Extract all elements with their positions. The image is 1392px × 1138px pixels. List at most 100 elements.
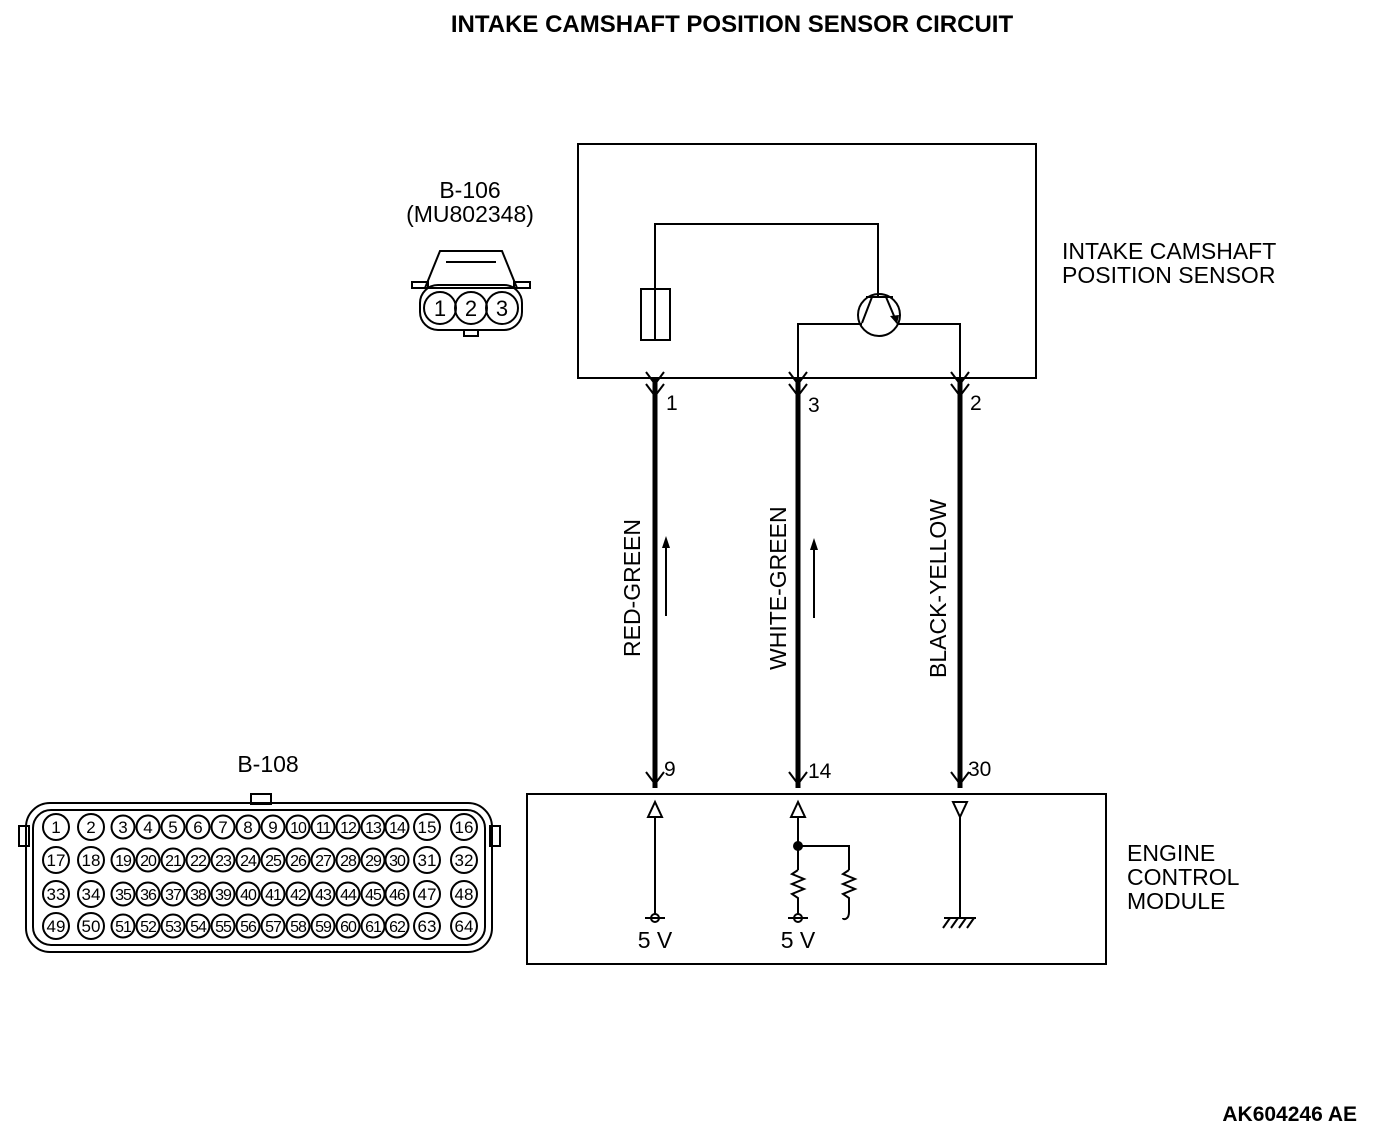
connector-b108-pin-64: 64 [455,917,474,936]
connector-b108-pin-55: 55 [215,919,232,936]
connector-b108-pin-3: 3 [118,818,127,837]
connector-b108-pin-circle [235,814,261,840]
ecm-input-triangle-9 [646,799,664,818]
connector-b108-pin-circle [210,881,236,907]
connector-b108-outer [25,802,493,953]
wire-label-black-yellow: BLACK-YELLOW [925,499,951,678]
connector-b108-pin-21: 21 [165,853,182,870]
wire-label-red-green: RED-GREEN [619,519,645,657]
connector-b108-pin-38: 38 [190,887,207,904]
sensor-internal-wire-emitter [797,323,862,378]
sensor-terminal-2: 2 [970,392,982,415]
connector-b108-pin-1: 1 [51,818,60,837]
connector-b108-pin-33: 33 [47,885,66,904]
connector-b108-pin-circle [110,881,136,907]
connector-b108-pin-circle [210,814,236,840]
connector-b108-pin-8: 8 [243,818,252,837]
ecm-component: 9 14 30 5 V 5 V ENGINE CONTROL MO [526,758,1240,965]
wire-white-green: WHITE-GREEN [765,371,818,788]
connector-b108-pin-27: 27 [315,853,332,870]
sensor-terminal-3: 3 [808,394,820,417]
connector-b108-pin-10: 10 [290,820,307,837]
connector-b108-pin-45: 45 [365,887,382,904]
connector-b108-pin-17: 17 [47,851,66,870]
connector-b108-pin-circle [310,814,336,840]
connector-b108-pin-58: 58 [290,919,307,936]
ecm-signal-wave-icon [842,911,850,921]
connector-b108-pin-circle [285,881,311,907]
connector-b108-pin-circle [335,847,361,873]
connector-b108-pin-36: 36 [140,887,157,904]
ecm-output-triangle-30 [951,801,969,820]
connector-b108-pin-20: 20 [140,853,157,870]
connector-b108-pin-circle [185,913,211,939]
wire-label-white-green: WHITE-GREEN [765,506,791,670]
connector-b108-pin-circle [135,814,161,840]
connector-b108-pin-26: 26 [290,853,307,870]
sensor-component: INTAKE CAMSHAFT POSITION SENSOR 1 3 2 [577,143,1276,417]
connector-b108-pin-circle [110,814,136,840]
connector-b108-pin-circle [160,814,186,840]
connector-b108-pin-7: 7 [218,818,227,837]
connector-b108-pin-51: 51 [115,919,132,936]
connector-b106-pin-2: 2 [465,296,477,321]
connector-b108-pin-18: 18 [82,851,101,870]
connector-b108-pin-circle [135,847,161,873]
connector-b108-pin-circle [384,814,410,840]
sensor-internal-wire-collector [897,323,961,378]
sensor-box [577,143,1037,379]
connector-b108-pin-circle [42,912,70,940]
connector-b108-pin-circle [310,913,336,939]
connector-b108-pin-5: 5 [168,818,177,837]
connector-b108-pin-circle [413,813,441,841]
connector-b108-pin-circle [185,881,211,907]
connector-b108-pin-circle [160,881,186,907]
connector-b108-pin-circle [310,881,336,907]
connector-b108-pin-32: 32 [455,851,474,870]
diagram-title: INTAKE CAMSHAFT POSITION SENSOR CIRCUIT [451,11,1014,38]
connector-b108-pin-12: 12 [340,820,357,837]
connector-b108-pin-circle [210,847,236,873]
connector-b108-pin-47: 47 [418,885,437,904]
connector-b108-pin-24: 24 [240,853,257,870]
connector-b108-pin-circle [260,881,286,907]
wire-black-yellow: BLACK-YELLOW [925,371,970,788]
connector-b108-pin-43: 43 [315,887,332,904]
connector-b108-pin-circle [335,913,361,939]
sensor-internal-wire-top [654,223,879,340]
sensor-label-line1: INTAKE CAMSHAFT [1062,238,1276,264]
connector-b108-pin-circle [77,912,105,940]
connector-b108-pin-circle [235,881,261,907]
wire-red-green: RED-GREEN [619,371,670,788]
figure-code: AK604246 AE [1222,1103,1357,1126]
connector-b108-pin-circle [450,846,478,874]
sensor-resistor [640,288,671,341]
connector-b108-pin-circle [413,880,441,908]
connector-b108-pin-62: 62 [389,919,406,936]
connector-b108-pin-61: 61 [365,919,382,936]
connector-b106-part: (MU802348) [406,201,534,227]
connector-b108-pin-63: 63 [418,917,437,936]
connector-b108-pin-circle [42,846,70,874]
connector-b108-pin-41: 41 [265,887,282,904]
connector-b108-pin-57: 57 [265,919,282,936]
connector-b108-pin-50: 50 [82,917,101,936]
connector-b108-pin-circle [110,913,136,939]
connector-b108-pin-circle [135,881,161,907]
connector-b108-pin-circle [384,881,410,907]
connector-b108-pin-16: 16 [455,818,474,837]
connector-b108-pin-30: 30 [389,853,406,870]
connector-b106-shape [411,250,531,337]
connector-b108-id: B-108 [237,751,298,777]
ecm-supply-label-1: 5 V [638,927,673,953]
connector-b108-pin-circle [384,913,410,939]
ecm-terminal-30: 30 [968,758,991,781]
connector-b106-pin-1: 1 [434,296,446,321]
connector-b108-pin-19: 19 [115,853,132,870]
connector-b108-pin-circle [77,880,105,908]
connector-b108-pin-circle [413,912,441,940]
connector-b108-pin-circle [285,847,311,873]
ecm-resistor-pullup-icon [789,869,807,914]
